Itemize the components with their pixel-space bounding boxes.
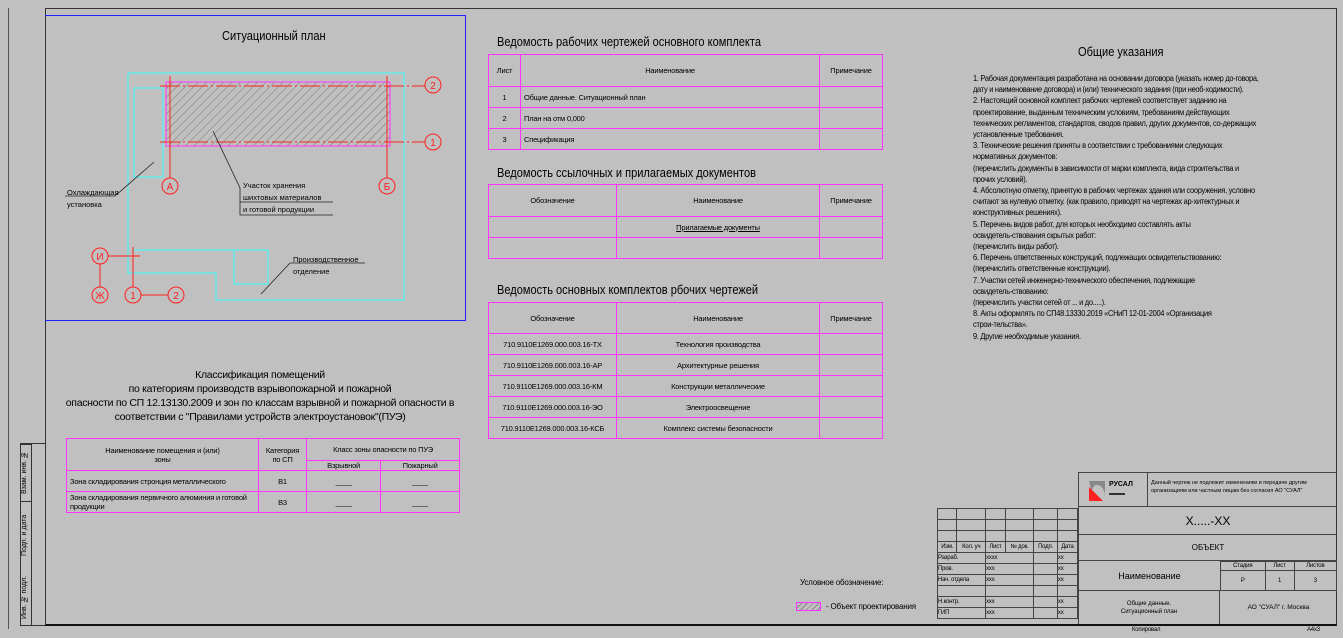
- note-line: (перечислить документы в зависимости от …: [973, 163, 1239, 173]
- company: АО "СУАЛ" г. Москва: [1247, 604, 1310, 611]
- svg-text:Б: Б: [384, 182, 391, 193]
- axis-zh-marker: [91, 286, 109, 304]
- note-line: 5. Перечень видов работ, для которых нео…: [973, 219, 1191, 229]
- sets-title: Ведомость основных комплектов рбочих чер…: [497, 282, 759, 297]
- axis-a-marker: [161, 177, 179, 195]
- note-line: технических регламентов, стандартов, сво…: [973, 118, 1257, 128]
- svg-text:Участок хранения: Участок хранения: [243, 181, 305, 190]
- site-outline: [127, 72, 405, 301]
- svg-text:Производственное: Производственное: [293, 255, 359, 264]
- note-line: строи-тельства».: [973, 320, 1028, 330]
- note-line: (перечислить ответственные конструкции).: [973, 264, 1111, 274]
- svg-text:2: 2: [173, 291, 179, 302]
- copied-label: Копировал: [1132, 627, 1161, 633]
- note-line: 6. Перечень ответственных конструкций, п…: [973, 253, 1222, 263]
- svg-text:А: А: [167, 182, 174, 193]
- axis-b-marker: [378, 177, 396, 195]
- site-plan-drawing: А Б 2 1 И Ж 1 2 Охлаждающая установка Участок…: [65, 72, 442, 304]
- general-notes: 1. Рабочая документация разработана на о…: [973, 73, 1259, 342]
- note-line: прочих условий).: [973, 174, 1028, 184]
- notes-title: Общие указания: [1078, 44, 1164, 59]
- svg-text:отделение: отделение: [293, 267, 330, 276]
- note-line: (перечислить виды работ).: [973, 242, 1059, 252]
- logo-icon: [1089, 481, 1105, 501]
- title-name: Наименование: [1078, 561, 1220, 591]
- legend-item: - Объект проектирования: [826, 602, 916, 611]
- note-line: 1. Рабочая документация разработана на о…: [973, 74, 1259, 83]
- rusal-logo: РУСАЛ: [1087, 479, 1133, 501]
- axis-i-marker: [91, 247, 109, 265]
- refdocs-title: Ведомость ссылочных и прилагаемых докуме…: [497, 165, 756, 180]
- drawing-frame: [45, 8, 1337, 626]
- note-line: 3. Технические решения приняты в соответ…: [973, 141, 1223, 151]
- svg-text:И: И: [96, 252, 103, 263]
- svg-text:и готовой продукции: и готовой продукции: [243, 205, 314, 214]
- document-code: Х.....-ХХ: [1078, 507, 1337, 535]
- note-line: проектирование, выданным техническим усл…: [973, 107, 1230, 117]
- note-line: (перечислить участки сетей от ... и до..…: [973, 298, 1106, 308]
- cooling-unit: [133, 87, 164, 178]
- format-label: А4х3: [1307, 627, 1320, 633]
- table-row: Зона складирования первичного алюминия и…: [66, 491, 460, 513]
- svg-text:2: 2: [430, 81, 436, 92]
- outer-frame: [8, 8, 1338, 629]
- site-plan-frame: [45, 15, 466, 321]
- drawings-title: Ведомость рабочих чертежей основного ком…: [497, 34, 761, 49]
- note-line: 2. Настоящий основной комплект рабочих ч…: [973, 96, 1227, 106]
- note-line: 9. Другие необходимые указания.: [973, 331, 1081, 341]
- note-line: освидетель-ствованию:: [973, 286, 1049, 296]
- svg-text:установка: установка: [67, 200, 103, 209]
- svg-text:шихтовых материалов: шихтовых материалов: [243, 193, 321, 202]
- svg-text:1: 1: [130, 291, 136, 302]
- note-line: нормативных документов:: [973, 152, 1058, 162]
- note-line: конструктивных решениях).: [973, 208, 1062, 218]
- note-line: 7. Участки сетей инженерно-технического …: [973, 275, 1195, 285]
- title-block: РУСАЛ Данный чертеж не подлежит изменени…: [936, 472, 1338, 633]
- axis-2-marker: [424, 76, 442, 94]
- site-plan-title: Ситуационный план: [222, 28, 326, 43]
- svg-text:Охлаждающая: Охлаждающая: [67, 188, 119, 197]
- axis-1-marker: [424, 133, 442, 151]
- legend-title: Условное обозначение:: [800, 578, 884, 587]
- legend-hatch-swatch: [796, 602, 821, 611]
- side-stamp: Взам. инв. № Подп. и дата Инв. № подл.: [20, 443, 45, 626]
- svg-text:Ж: Ж: [95, 291, 105, 302]
- sheet-title: Общие данные.Ситуационный план: [1078, 591, 1220, 624]
- note-line: освидетель-ствования скрытых работ:: [973, 230, 1096, 240]
- table-row: Зона складирования стронция металлическо…: [66, 470, 460, 492]
- note-line: 4. Абсолютную отметку, принятую в рабочи…: [973, 186, 1255, 196]
- notice: Данный чертеж не подлежит изменениям и п…: [1151, 480, 1307, 494]
- note-line: 8. Акты оформлять по СП48.13330.2019 «СН…: [973, 309, 1212, 319]
- note-line: установленные требования.: [973, 130, 1064, 140]
- signature-row: [936, 585, 1079, 597]
- note-line: считают за нулевую отметку. (как правило…: [973, 197, 1240, 207]
- object-name: ОБЪЕКТ: [1078, 535, 1337, 561]
- svg-text:1: 1: [430, 138, 436, 149]
- note-line: дату и наименование договора) и (или) те…: [973, 85, 1244, 95]
- storage-area: [165, 81, 391, 147]
